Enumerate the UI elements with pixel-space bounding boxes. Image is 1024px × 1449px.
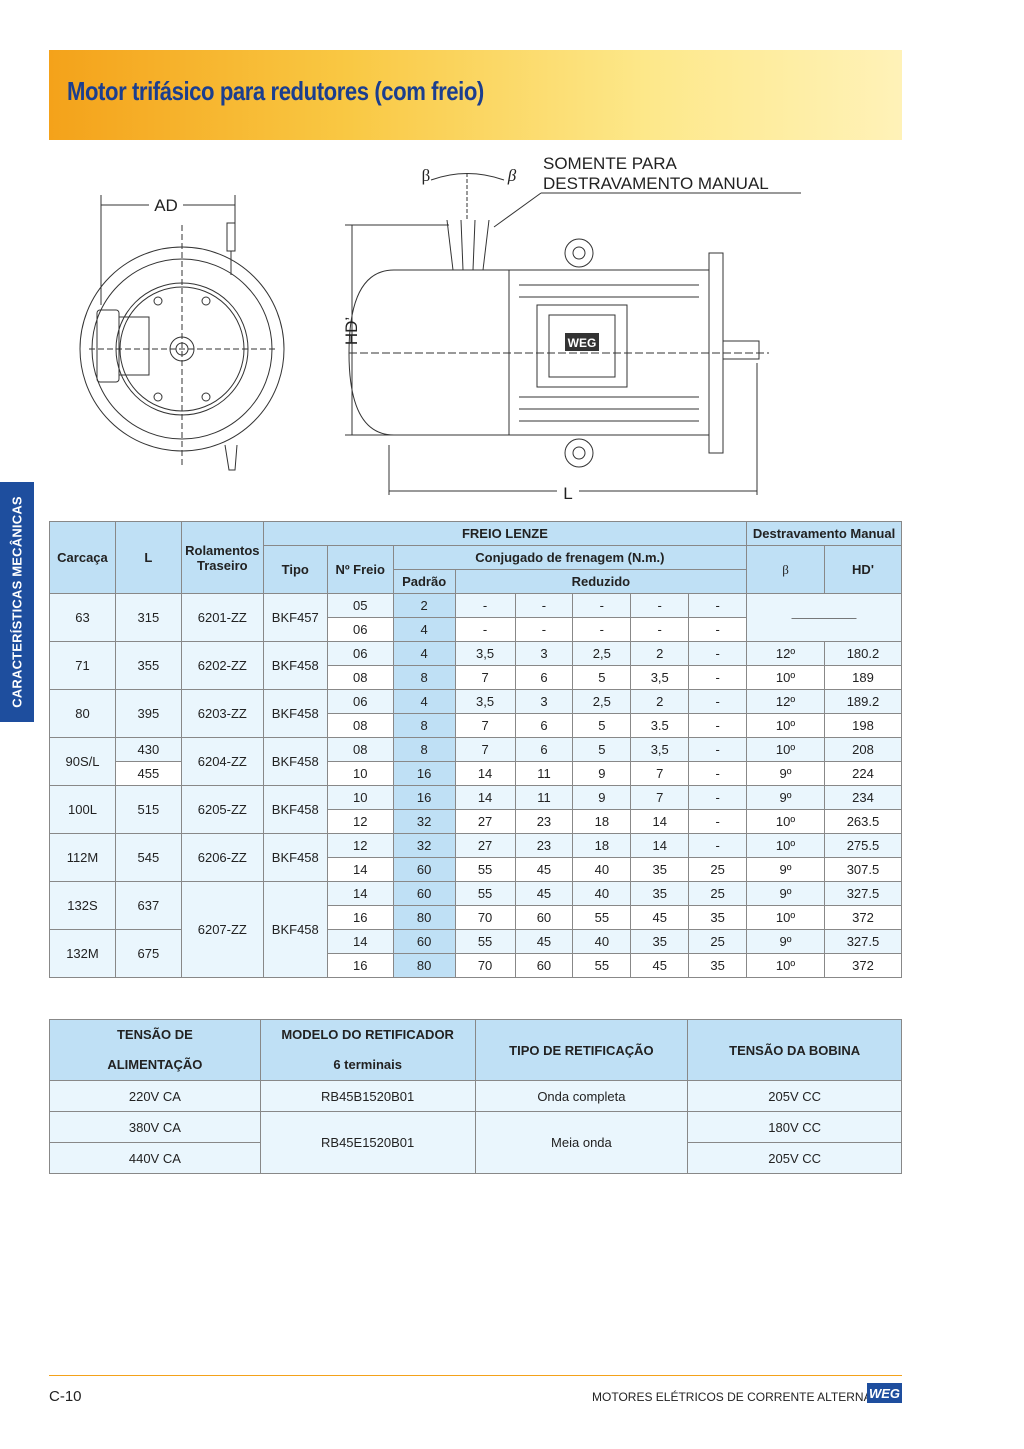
shaft: [722, 340, 760, 360]
weg-logo-text: WEG: [869, 1386, 900, 1401]
col-l: L: [114, 521, 182, 594]
col-tensao-bobina: TENSÃO DA BOBINA: [687, 1019, 902, 1081]
motor-technical-drawing: WEG AD HD’ L β β SOMENTE PARA DESTRAVAME…: [79, 154, 801, 503]
table-row: 220V CA RB45B1520B01 Onda completa 205V …: [49, 1080, 902, 1112]
col-carcaca: Carcaça: [49, 521, 116, 594]
col-beta: β: [746, 545, 825, 594]
table-row: 380V CA RB45E1520B01 Meia onda 180V CC: [49, 1111, 902, 1174]
footer-divider: [49, 1375, 902, 1376]
brake-cover: [348, 269, 510, 436]
weg-logo-icon: WEG: [867, 1383, 902, 1403]
col-n-freio: Nº Freio: [326, 545, 394, 594]
footer-caption: MOTORES ELÉTRICOS DE CORRENTE ALTERNADA: [592, 1390, 889, 1404]
col-conjugado: Conjugado de frenagem (N.m.): [392, 545, 748, 570]
col-hd: HD': [823, 545, 903, 594]
page-title: Motor trifásico para redutores (com frei…: [67, 76, 484, 106]
col-destravamento: Destravamento Manual: [746, 521, 902, 546]
note-line-2: DESTRAVAMENTO MANUAL: [543, 174, 769, 193]
terminal-box: [536, 304, 628, 388]
nameplate-badge: [565, 333, 599, 351]
col-reduzido: Reduzido: [454, 569, 748, 594]
col-tipo: Tipo: [262, 545, 328, 594]
table-row: 440V CA 205V CC: [49, 1142, 902, 1174]
table-row: 63 315 6201-ZZ BKF457 05 2 ----- —————: [49, 593, 902, 642]
title-banner: Motor trifásico para redutores (com frei…: [49, 50, 902, 140]
beta-angle-left: β: [422, 166, 431, 185]
section-side-tab: CARACTERÍSTICAS MECÂNICAS: [0, 482, 34, 722]
beta-angle-right: β: [507, 166, 517, 185]
col-freio-lenze: FREIO LENZE: [262, 521, 748, 546]
section-side-label: CARACTERÍSTICAS MECÂNICAS: [9, 496, 25, 708]
rectifier-table: TENSÃO DE ALIMENTAÇÃO MODELO DO RETIFICA…: [49, 1019, 902, 1174]
brake-dimensions-table: Carcaça L Rolamentos Traseiro FREIO LENZ…: [49, 521, 903, 978]
note-line-1: SOMENTE PARA: [543, 154, 677, 173]
page-number: C-10: [49, 1388, 82, 1405]
dimension-ad-label: AD: [154, 196, 178, 215]
col-tipo-retificacao: TIPO DE RETIFICAÇÃO: [474, 1019, 689, 1081]
col-rolamentos: Rolamentos Traseiro: [180, 521, 264, 594]
dimension-l-label: L: [563, 484, 572, 503]
lifting-eye-top: [564, 238, 594, 268]
col-tensao: TENSÃO DE ALIMENTAÇÃO: [49, 1019, 261, 1081]
nameplate-logo: WEG: [568, 336, 597, 350]
lifting-eye-bottom: [564, 438, 594, 468]
dimension-hd-label: HD’: [342, 317, 361, 345]
col-padrao: Padrão: [392, 569, 456, 594]
col-modelo: MODELO DO RETIFICADOR 6 terminais: [259, 1019, 476, 1081]
